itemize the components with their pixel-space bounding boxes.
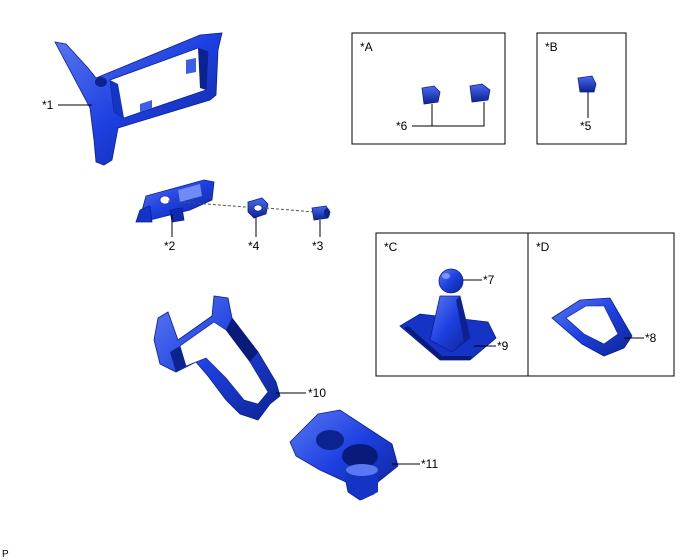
label-part-4: *4 [248,239,260,253]
detail-box-b [536,32,627,145]
detail-box-a [351,32,506,145]
label-box-a: *A [360,40,373,54]
part-5-clip [577,75,597,93]
part-8-shift-panel [551,297,633,357]
part-2-bracket [135,179,215,223]
part-3-socket [311,205,331,221]
label-part-8: *8 [645,331,657,345]
detail-box-cd [375,232,675,377]
label-part-1: *1 [42,98,54,112]
leader-6-bracket [431,102,485,127]
part-6-clip-left [421,85,441,105]
dash-4-3 [265,207,315,213]
label-part-11: *11 [421,457,438,471]
label-part-3: *3 [312,239,324,253]
part-10-console-panel [153,295,281,421]
part-4-switch [247,197,269,219]
label-part-5: *5 [580,119,592,133]
label-box-b: *B [545,40,558,54]
part-7-shift-knob [438,268,464,294]
label-part-9: *9 [497,339,509,353]
label-part-2: *2 [164,239,176,253]
part-11-cup-holder [289,409,399,501]
label-box-c: *C [384,240,398,254]
label-part-10: *10 [308,386,326,400]
illustration-code: P [2,549,9,560]
part-6-clip-right [469,83,491,103]
part-1-bezel [54,32,223,166]
dash-2-4 [167,200,259,209]
label-box-d: *D [536,240,550,254]
label-part-7: *7 [483,273,495,287]
label-part-6: *6 [396,119,408,133]
part-9-shift-boot [399,295,497,361]
